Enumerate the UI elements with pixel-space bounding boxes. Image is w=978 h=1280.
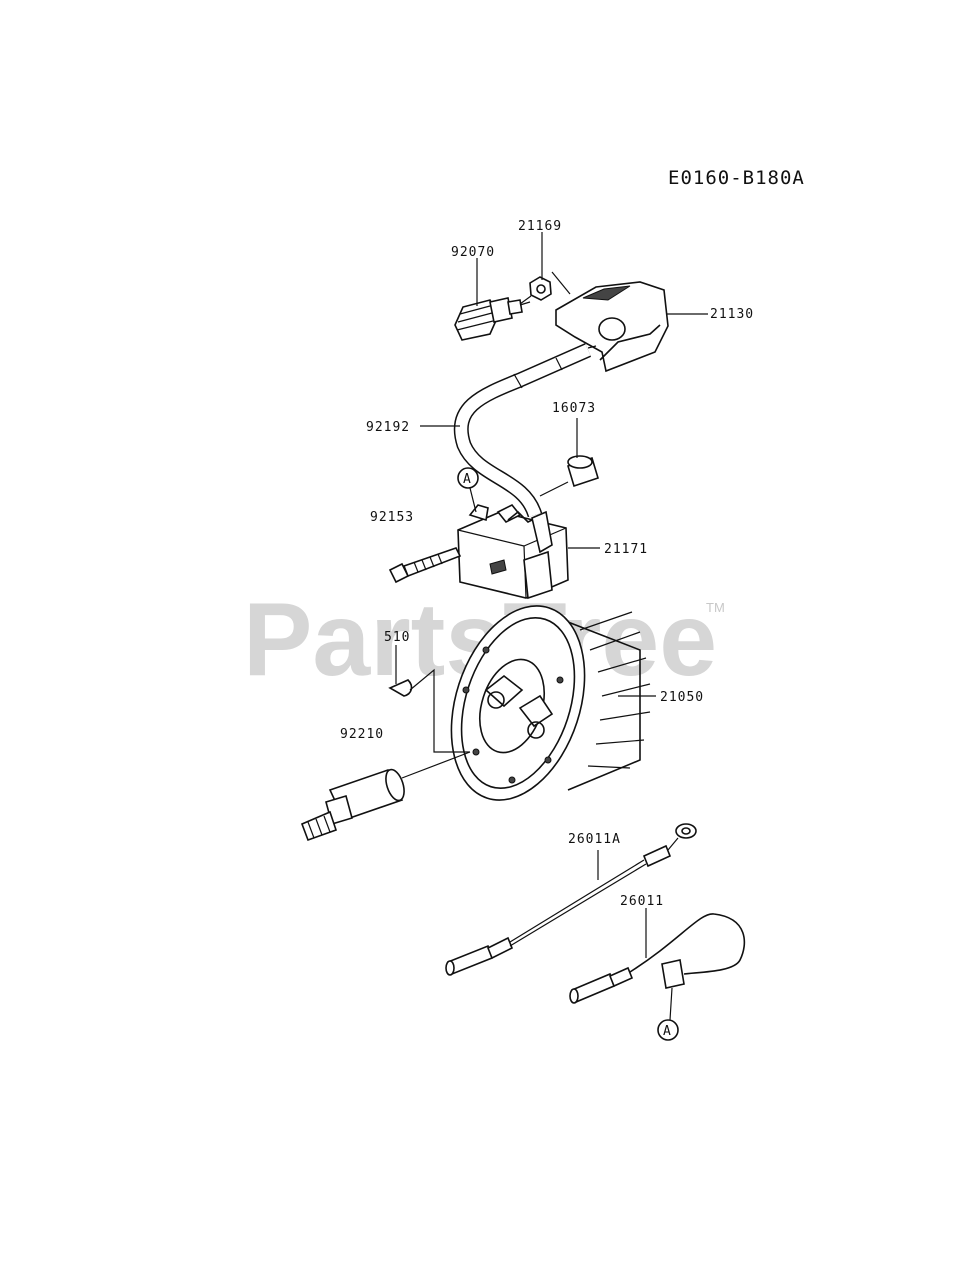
lead-wire-26011a-icon[interactable] <box>445 823 697 976</box>
ignition-wire-icon[interactable] <box>453 343 592 518</box>
part-label-26011[interactable]: 26011 <box>620 894 664 909</box>
part-label-510[interactable]: 510 <box>384 630 410 645</box>
part-label-21130[interactable]: 21130 <box>710 307 754 322</box>
ignition-coil-icon[interactable] <box>457 503 569 600</box>
part-label-92192[interactable]: 92192 <box>366 420 410 435</box>
watermark-trademark: TM <box>706 600 725 615</box>
part-label-26011A[interactable]: 26011A <box>568 832 621 847</box>
diagram-code: E0160-B180A <box>668 167 805 189</box>
callout-a-bottom[interactable]: A <box>657 1019 679 1041</box>
bolt-icon[interactable] <box>388 547 462 584</box>
spacer-collar-icon[interactable] <box>539 455 599 497</box>
flywheel-icon[interactable] <box>428 589 651 818</box>
svg-text:A: A <box>463 472 472 487</box>
part-label-21050[interactable]: 21050 <box>660 690 704 705</box>
part-label-16073[interactable]: 16073 <box>552 401 596 416</box>
part-label-92153[interactable]: 92153 <box>370 510 414 525</box>
stud-icon[interactable] <box>300 751 471 842</box>
lead-wire-26011-icon[interactable] <box>569 913 746 1021</box>
terminal-nut-icon[interactable] <box>519 276 552 305</box>
spark-plug-icon[interactable] <box>454 297 531 341</box>
callout-a-top[interactable]: A <box>457 467 479 513</box>
part-label-92070[interactable]: 92070 <box>451 245 495 260</box>
svg-text:A: A <box>663 1024 672 1039</box>
part-label-92210[interactable]: 92210 <box>340 727 384 742</box>
part-label-21169[interactable]: 21169 <box>518 219 562 234</box>
spark-plug-cap-icon[interactable] <box>555 281 669 373</box>
part-label-21171[interactable]: 21171 <box>604 542 648 557</box>
leader-lines <box>395 232 708 958</box>
